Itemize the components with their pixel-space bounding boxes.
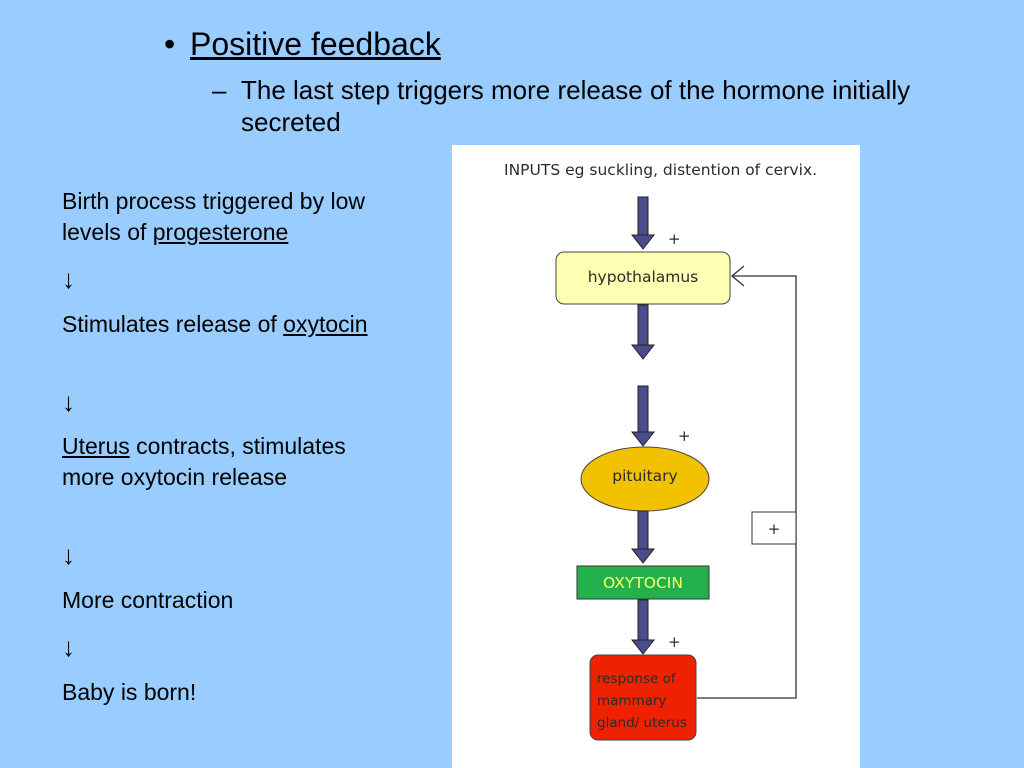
inputs-label: INPUTS eg suckling, distention of cervix… xyxy=(504,161,817,179)
feedback-arrowhead xyxy=(730,265,745,287)
bullet-dot: • xyxy=(164,26,176,62)
step-baby-born: Baby is born! xyxy=(62,679,197,705)
down-arrow-icon: ↓ xyxy=(62,264,75,294)
down-arrow-icon: ↓ xyxy=(62,632,75,662)
arrow-inputs-to-hypothalamus xyxy=(630,196,656,250)
arrow-to-pituitary xyxy=(630,385,656,447)
uterus-link[interactable]: Uterus xyxy=(62,433,130,459)
oxytocin-link[interactable]: oxytocin xyxy=(283,311,368,337)
response-box xyxy=(589,654,697,741)
step-more-contraction: More contraction xyxy=(62,587,234,613)
step3-text: contracts, stimulates more oxytocin rele… xyxy=(62,433,346,490)
oxytocin-feedback-diagram: INPUTS eg suckling, distention of cervix… xyxy=(452,145,860,768)
bullet-positive-feedback: • Positive feedback xyxy=(164,24,441,64)
plus-sign: + xyxy=(678,427,691,445)
oxytocin-box xyxy=(576,565,710,600)
step-uterus-contracts: Uterus contracts, stimulates more oxytoc… xyxy=(62,431,372,493)
progesterone-link[interactable]: progesterone xyxy=(152,219,289,245)
plus-sign: + xyxy=(768,520,781,538)
arrow-oxytocin-to-response xyxy=(630,599,656,655)
sub-bullet-dash: – xyxy=(212,75,227,105)
slide-heading: Positive feedback xyxy=(190,26,441,62)
response-label-line3: gland/ uterus xyxy=(597,715,687,731)
arrow-pituitary-to-oxytocin xyxy=(630,510,656,564)
down-arrow-icon: ↓ xyxy=(62,540,75,570)
step1-text: Birth process triggered by low levels of xyxy=(62,188,365,245)
response-label-line2: mammary xyxy=(597,693,667,709)
diagram-svg: INPUTS eg suckling, distention of cervix… xyxy=(504,161,817,741)
feedback-plus-box xyxy=(751,511,797,545)
response-label-line1: response of xyxy=(597,671,677,687)
plus-sign: + xyxy=(668,230,681,248)
pituitary-label: pituitary xyxy=(612,467,677,485)
down-arrow-icon: ↓ xyxy=(62,387,75,417)
hypothalamus-label: hypothalamus xyxy=(588,268,699,286)
sub-bullet-text: The last step triggers more release of t… xyxy=(241,75,911,137)
feedback-loop-line xyxy=(697,275,797,699)
step2-text: Stimulates release of xyxy=(62,311,284,337)
hypothalamus-box xyxy=(555,251,731,305)
arrow-hypothalamus-down xyxy=(630,304,656,360)
step-oxytocin-release: Stimulates release of oxytocin xyxy=(62,309,372,340)
oxytocin-label: OXYTOCIN xyxy=(603,574,683,592)
step-birth-trigger: Birth process triggered by low levels of… xyxy=(62,186,372,248)
plus-sign: + xyxy=(668,633,681,651)
